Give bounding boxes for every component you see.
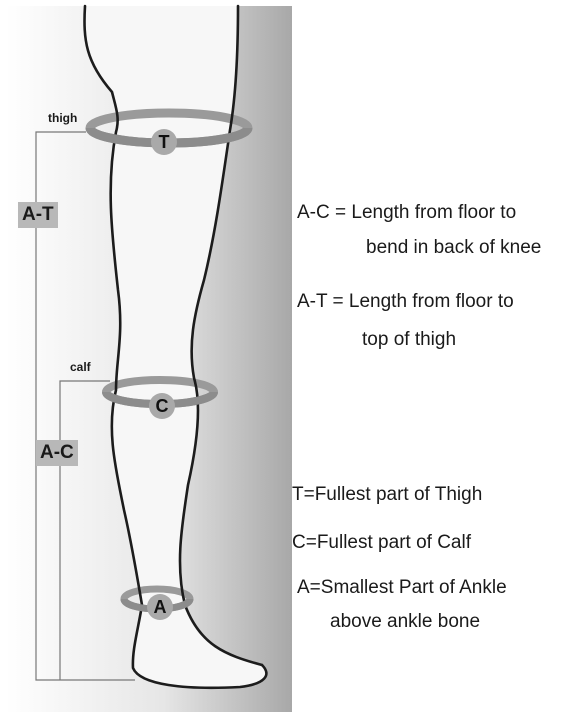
calf-ring-label: C [149, 393, 175, 419]
legend-ac-line2: bend in back of knee [366, 237, 541, 259]
legend-at-line1: A-T = Length from floor to [297, 291, 514, 313]
thigh-ring-label: T [151, 129, 177, 155]
a-c-label: A-C [36, 440, 78, 466]
thigh-side-label: thigh [48, 111, 77, 125]
legend-at-line2: top of thigh [362, 329, 456, 351]
ankle-ring-label: A [147, 594, 173, 620]
legend-a-line2: above ankle bone [330, 611, 480, 633]
legend-c-definition: C=Fullest part of Calf [292, 532, 471, 554]
legend-a-line1: A=Smallest Part of Ankle [297, 577, 507, 599]
a-t-label: A-T [18, 202, 58, 228]
legend-t-definition: T=Fullest part of Thigh [292, 484, 482, 506]
calf-side-label: calf [70, 360, 91, 374]
legend-ac-line1: A-C = Length from floor to [297, 202, 516, 224]
